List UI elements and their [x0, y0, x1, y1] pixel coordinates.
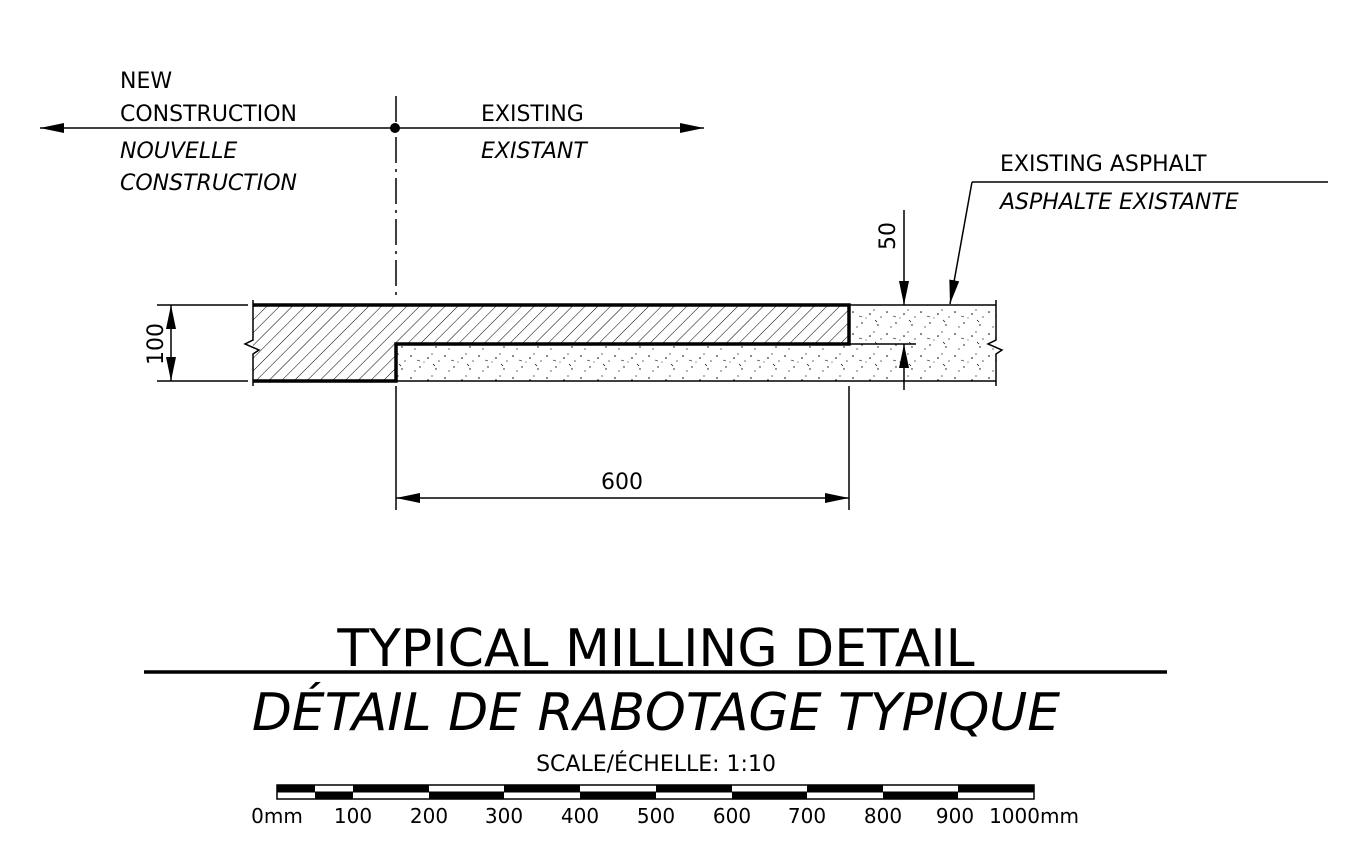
- scale-tick-700: 700: [788, 804, 826, 828]
- scale-tick-900: 900: [936, 804, 974, 828]
- dimension-thickness: 100: [144, 304, 248, 382]
- dimension-thickness-label: 100: [144, 323, 169, 365]
- nouvelle-construction-label-1: NOUVELLE: [120, 139, 237, 164]
- existing-label: EXISTING: [481, 102, 584, 127]
- scale-tick-100: 100: [334, 804, 372, 828]
- existant-label: EXISTANT: [481, 139, 588, 164]
- new-construction-label-2: CONSTRUCTION: [120, 102, 297, 127]
- dimension-milling-depth-label: 50: [876, 222, 901, 250]
- nouvelle-construction-label-2: CONSTRUCTION: [120, 171, 297, 196]
- scale-tick-800: 800: [864, 804, 902, 828]
- scale-tick-600: 600: [713, 804, 751, 828]
- dimension-milling-width: 600: [395, 386, 850, 510]
- scale-tick-200: 200: [410, 804, 448, 828]
- asphalte-existante-label: ASPHALTE EXISTANTE: [998, 190, 1239, 215]
- left-break-line: [243, 300, 261, 386]
- pavement-section: [243, 300, 1004, 386]
- title-english: TYPICAL MILLING DETAIL: [336, 619, 974, 679]
- dimension-milling-width-label: 600: [601, 470, 643, 495]
- scale-tick-1000: 1000mm: [989, 804, 1079, 828]
- scale-label: SCALE/ÉCHELLE: 1:10: [536, 751, 776, 777]
- scale-tick-300: 300: [485, 804, 523, 828]
- scale-tick-400: 400: [561, 804, 599, 828]
- scale-bar: [276, 784, 1035, 800]
- scale-tick-500: 500: [637, 804, 675, 828]
- right-break-line: [986, 300, 1004, 386]
- title-french: DÉTAIL DE RABOTAGE TYPIQUE: [252, 682, 1060, 743]
- scale-tick-0: 0mm: [251, 804, 303, 828]
- new-asphalt-outline: [253, 303, 851, 383]
- junction-dot: [390, 123, 400, 133]
- direction-arrows: [40, 123, 704, 133]
- dimension-milling-depth: 50: [858, 210, 916, 390]
- new-construction-label-1: NEW: [120, 69, 172, 94]
- asphalt-leader-arrow: [949, 181, 973, 305]
- existing-asphalt-label: EXISTING ASPHALT: [1000, 152, 1207, 177]
- scale-bar-ticks: 0mm 100 200 300 400 500 600 700 800 900 …: [251, 804, 1079, 828]
